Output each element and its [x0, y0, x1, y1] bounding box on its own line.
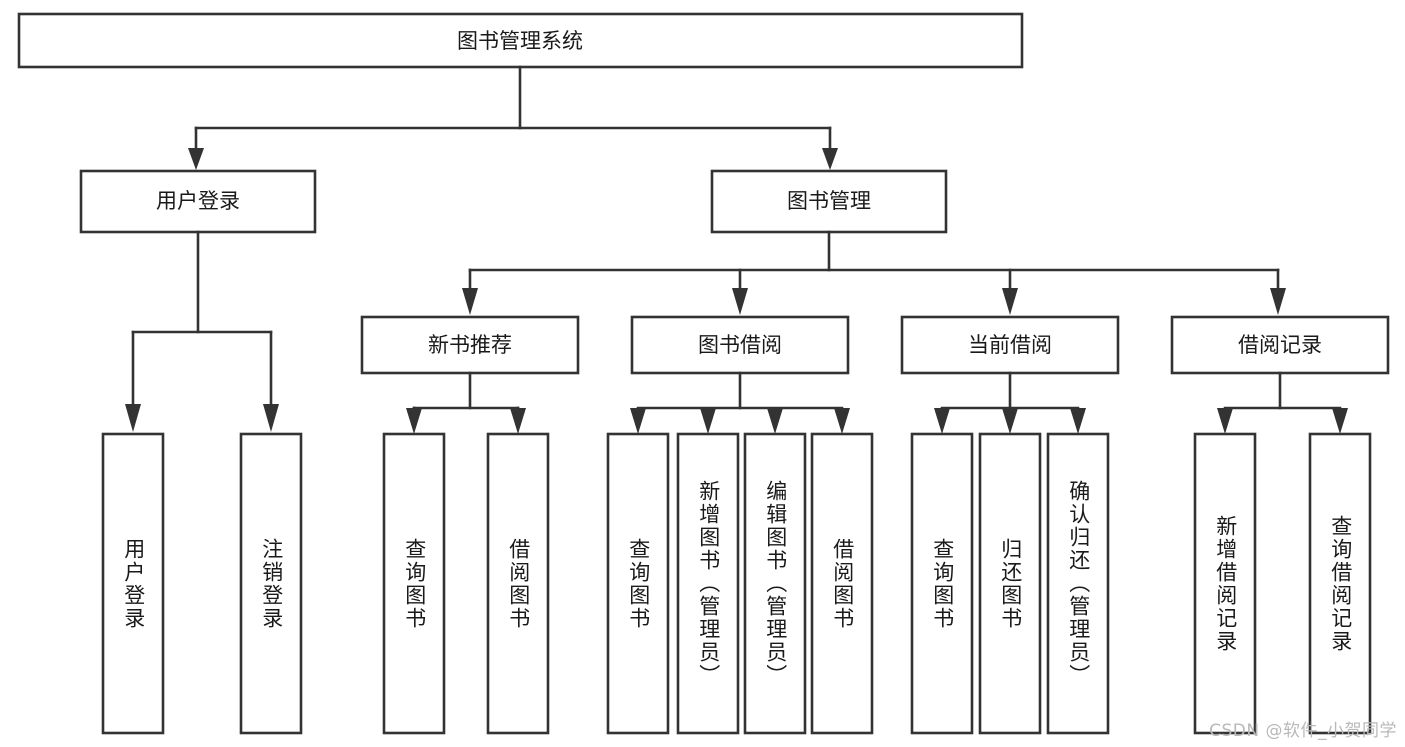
- leaf-box-add-book[interactable]: [676, 432, 740, 735]
- arrow-to-leaf-logout: [263, 404, 279, 432]
- arrow-to-leaf-query-record: [1332, 408, 1348, 434]
- node-user-login[interactable]: 用户登录: [79, 169, 317, 234]
- arrow-to-book-manage: [822, 148, 838, 170]
- node-current-borrow-label: 当前借阅: [968, 333, 1052, 357]
- arrow-to-leaf-edit-book: [767, 408, 783, 434]
- node-book-borrow[interactable]: 图书借阅: [630, 315, 850, 375]
- arrow-to-leaf-query-book-1: [406, 408, 422, 434]
- leaf-box-query-book-1[interactable]: [382, 432, 446, 735]
- csdn-watermark: CSDN @软件_小贺同学: [1209, 721, 1397, 741]
- leaf-box-logout[interactable]: [239, 432, 303, 735]
- node-current-borrow[interactable]: 当前借阅: [900, 315, 1120, 375]
- leaf-box-borrow-book-1[interactable]: [486, 432, 550, 735]
- arrow-to-leaf-query-book-2: [630, 408, 646, 434]
- leaf-box-query-book-2[interactable]: [606, 432, 670, 735]
- node-current-borrow-box[interactable]: [900, 315, 1120, 375]
- arrow-to-leaf-user-login: [125, 404, 141, 432]
- node-root-system-label: 图书管理系统: [457, 29, 583, 53]
- leaf-box-add-record[interactable]: [1193, 432, 1257, 735]
- leaf-box-borrow-book-2[interactable]: [810, 432, 874, 735]
- node-new-book-recommend-label: 新书推荐: [428, 333, 512, 357]
- leaf-box-edit-book[interactable]: [743, 432, 807, 735]
- node-book-borrow-label: 图书借阅: [698, 333, 782, 357]
- node-book-manage-label: 图书管理: [787, 189, 871, 213]
- arrow-to-leaf-query-book-3: [934, 408, 950, 434]
- arrow-to-new-book-recommend: [462, 288, 478, 315]
- node-root-system[interactable]: 图书管理系统: [17, 12, 1024, 69]
- arrow-to-user-login: [188, 148, 204, 170]
- node-borrow-record-label: 借阅记录: [1238, 333, 1322, 357]
- arrow-to-leaf-add-book: [700, 408, 716, 434]
- node-book-manage-box[interactable]: [710, 169, 948, 234]
- leaf-box-query-record[interactable]: [1308, 432, 1372, 735]
- leaf-box-query-book-3[interactable]: [910, 432, 974, 735]
- node-borrow-record[interactable]: 借阅记录: [1170, 315, 1390, 375]
- arrow-to-leaf-borrow-book-1: [510, 408, 526, 434]
- node-book-manage[interactable]: 图书管理: [710, 169, 948, 234]
- arrow-to-book-borrow: [732, 288, 748, 315]
- arrow-to-current-borrow: [1002, 288, 1018, 315]
- node-new-book-recommend-box[interactable]: [360, 315, 580, 375]
- node-borrow-record-box[interactable]: [1170, 315, 1390, 375]
- arrow-to-leaf-add-record: [1217, 408, 1233, 434]
- leaf-box-return-book[interactable]: [978, 432, 1042, 735]
- leaf-box-user-login[interactable]: [101, 432, 165, 735]
- node-root-system-box[interactable]: [17, 12, 1024, 69]
- arrow-to-borrow-record: [1270, 288, 1286, 315]
- node-user-login-label: 用户登录: [156, 189, 240, 213]
- arrow-to-leaf-borrow-book-2: [834, 408, 850, 434]
- arrow-to-leaf-confirm-return: [1070, 408, 1086, 434]
- node-book-borrow-box[interactable]: [630, 315, 850, 375]
- arrow-to-leaf-return-book: [1002, 408, 1018, 434]
- node-new-book-recommend[interactable]: 新书推荐: [360, 315, 580, 375]
- leaf-box-confirm-return[interactable]: [1046, 432, 1110, 735]
